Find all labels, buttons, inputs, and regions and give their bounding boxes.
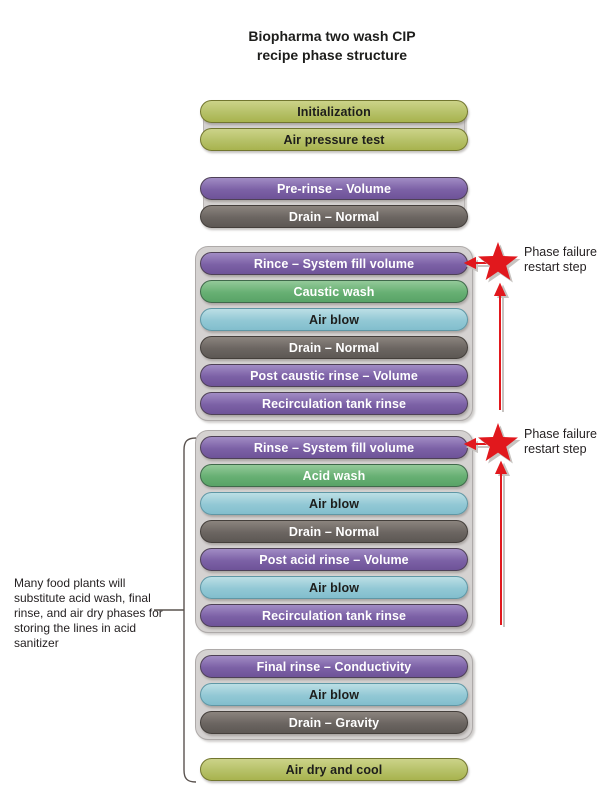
phase-bar-air-blow: Air blow bbox=[200, 492, 468, 515]
phase-bar-rince-system-fill-volume: Rince – System fill volume bbox=[200, 252, 468, 275]
phase-bar-label: Pre-rinse – Volume bbox=[276, 181, 392, 196]
restart-arrowhead-up-1 bbox=[493, 282, 507, 296]
phase-bar-label: Initialization bbox=[297, 104, 371, 119]
phase-bar-label: Air blow bbox=[308, 312, 360, 327]
group-container bbox=[195, 246, 473, 421]
phase-bar-caustic-wash: Caustic wash bbox=[200, 280, 468, 303]
phase-bar-air-pressure-test: Air pressure test bbox=[200, 128, 468, 151]
restart-arrowhead-up-2 bbox=[494, 460, 508, 474]
phase-bar-air-blow: Air blow bbox=[200, 308, 468, 331]
phase-bar-recirculation-tank-rinse: Recirculation tank rinse bbox=[200, 604, 468, 627]
phase-bar-label: Air blow bbox=[308, 496, 360, 511]
phase-bar-final-rinse-conductivity: Final rinse – Conductivity bbox=[200, 655, 468, 678]
phase-group-final-rinse: Final rinse – Conductivity Air blow Drai… bbox=[195, 649, 473, 740]
diagram-title: Biopharma two wash CIP recipe phase struc… bbox=[182, 27, 482, 64]
phase-bar-pre-rinse-volume: Pre-rinse – Volume bbox=[200, 177, 468, 200]
phase-group-acid-wash-cycle: Rinse – System fill volume Acid wash Air… bbox=[195, 430, 473, 633]
arrow-shadows bbox=[465, 259, 511, 627]
title-line-2: recipe phase structure bbox=[256, 46, 408, 63]
phase-bar-label: Drain – Gravity bbox=[288, 715, 380, 730]
phase-bar-drain-gravity: Drain – Gravity bbox=[200, 711, 468, 734]
restart-step-label-2: Phase failure restart step bbox=[524, 427, 597, 456]
phase-bar-post-caustic-rinse-volume: Post caustic rinse – Volume bbox=[200, 364, 468, 387]
phase-bar-rinse-system-fill-volume: Rinse – System fill volume bbox=[200, 436, 468, 459]
restart-stars bbox=[478, 242, 518, 461]
phase-bar-initialization: Initialization bbox=[200, 100, 468, 123]
restart-step-label-1: Phase failure restart step bbox=[524, 245, 597, 274]
phase-bar-label: Air pressure test bbox=[283, 132, 385, 147]
red-star-icon bbox=[478, 423, 518, 461]
phase-bar-label: Air blow bbox=[308, 687, 360, 702]
phase-bar-label: Drain – Normal bbox=[288, 524, 380, 539]
phase-bar-drain-normal: Drain – Normal bbox=[200, 336, 468, 359]
phase-bar-label: Drain – Normal bbox=[288, 209, 380, 224]
phase-bar-label: Air blow bbox=[308, 580, 360, 595]
title-line-1: Biopharma two wash CIP bbox=[248, 28, 416, 44]
phase-bar-label: Post acid rinse – Volume bbox=[259, 552, 409, 567]
phase-bar-label: Drain – Normal bbox=[288, 340, 380, 355]
phase-bar-label: Caustic wash bbox=[293, 284, 375, 299]
phase-bar-drain-normal: Drain – Normal bbox=[200, 205, 468, 228]
phase-group-pre-rinse: Pre-rinse – Volume Drain – Normal bbox=[195, 176, 473, 229]
phase-bar-air-blow: Air blow bbox=[200, 683, 468, 706]
phase-group-startup: Initialization Air pressure test bbox=[195, 99, 473, 152]
phase-bar-drain-normal: Drain – Normal bbox=[200, 520, 468, 543]
phase-bar-label: Final rinse – Conductivity bbox=[256, 659, 412, 674]
phase-group-caustic-wash-cycle: Rince – System fill volume Caustic wash … bbox=[195, 246, 473, 421]
red-star-icon bbox=[478, 242, 518, 280]
star-shadows bbox=[480, 244, 521, 464]
phase-bar-air-dry-and-cool: Air dry and cool bbox=[200, 758, 468, 781]
phase-bar-post-acid-rinse-volume: Post acid rinse – Volume bbox=[200, 548, 468, 571]
phase-bar-recirculation-tank-rinse: Recirculation tank rinse bbox=[200, 392, 468, 415]
phase-group-air-dry: Air dry and cool bbox=[195, 757, 473, 782]
phase-bar-label: Air dry and cool bbox=[285, 762, 383, 777]
phase-bar-air-blow: Air blow bbox=[200, 576, 468, 599]
phase-bar-label: Acid wash bbox=[302, 468, 366, 483]
phase-bar-label: Post caustic rinse – Volume bbox=[250, 368, 418, 383]
phase-bar-acid-wash: Acid wash bbox=[200, 464, 468, 487]
left-annotation-note: Many food plants will substitute acid wa… bbox=[14, 576, 163, 650]
phase-bar-label: Recirculation tank rinse bbox=[261, 396, 407, 411]
phase-bar-label: Recirculation tank rinse bbox=[261, 608, 407, 623]
phase-bar-label: Rince – System fill volume bbox=[253, 256, 415, 271]
phase-bar-label: Rinse – System fill volume bbox=[253, 440, 415, 455]
